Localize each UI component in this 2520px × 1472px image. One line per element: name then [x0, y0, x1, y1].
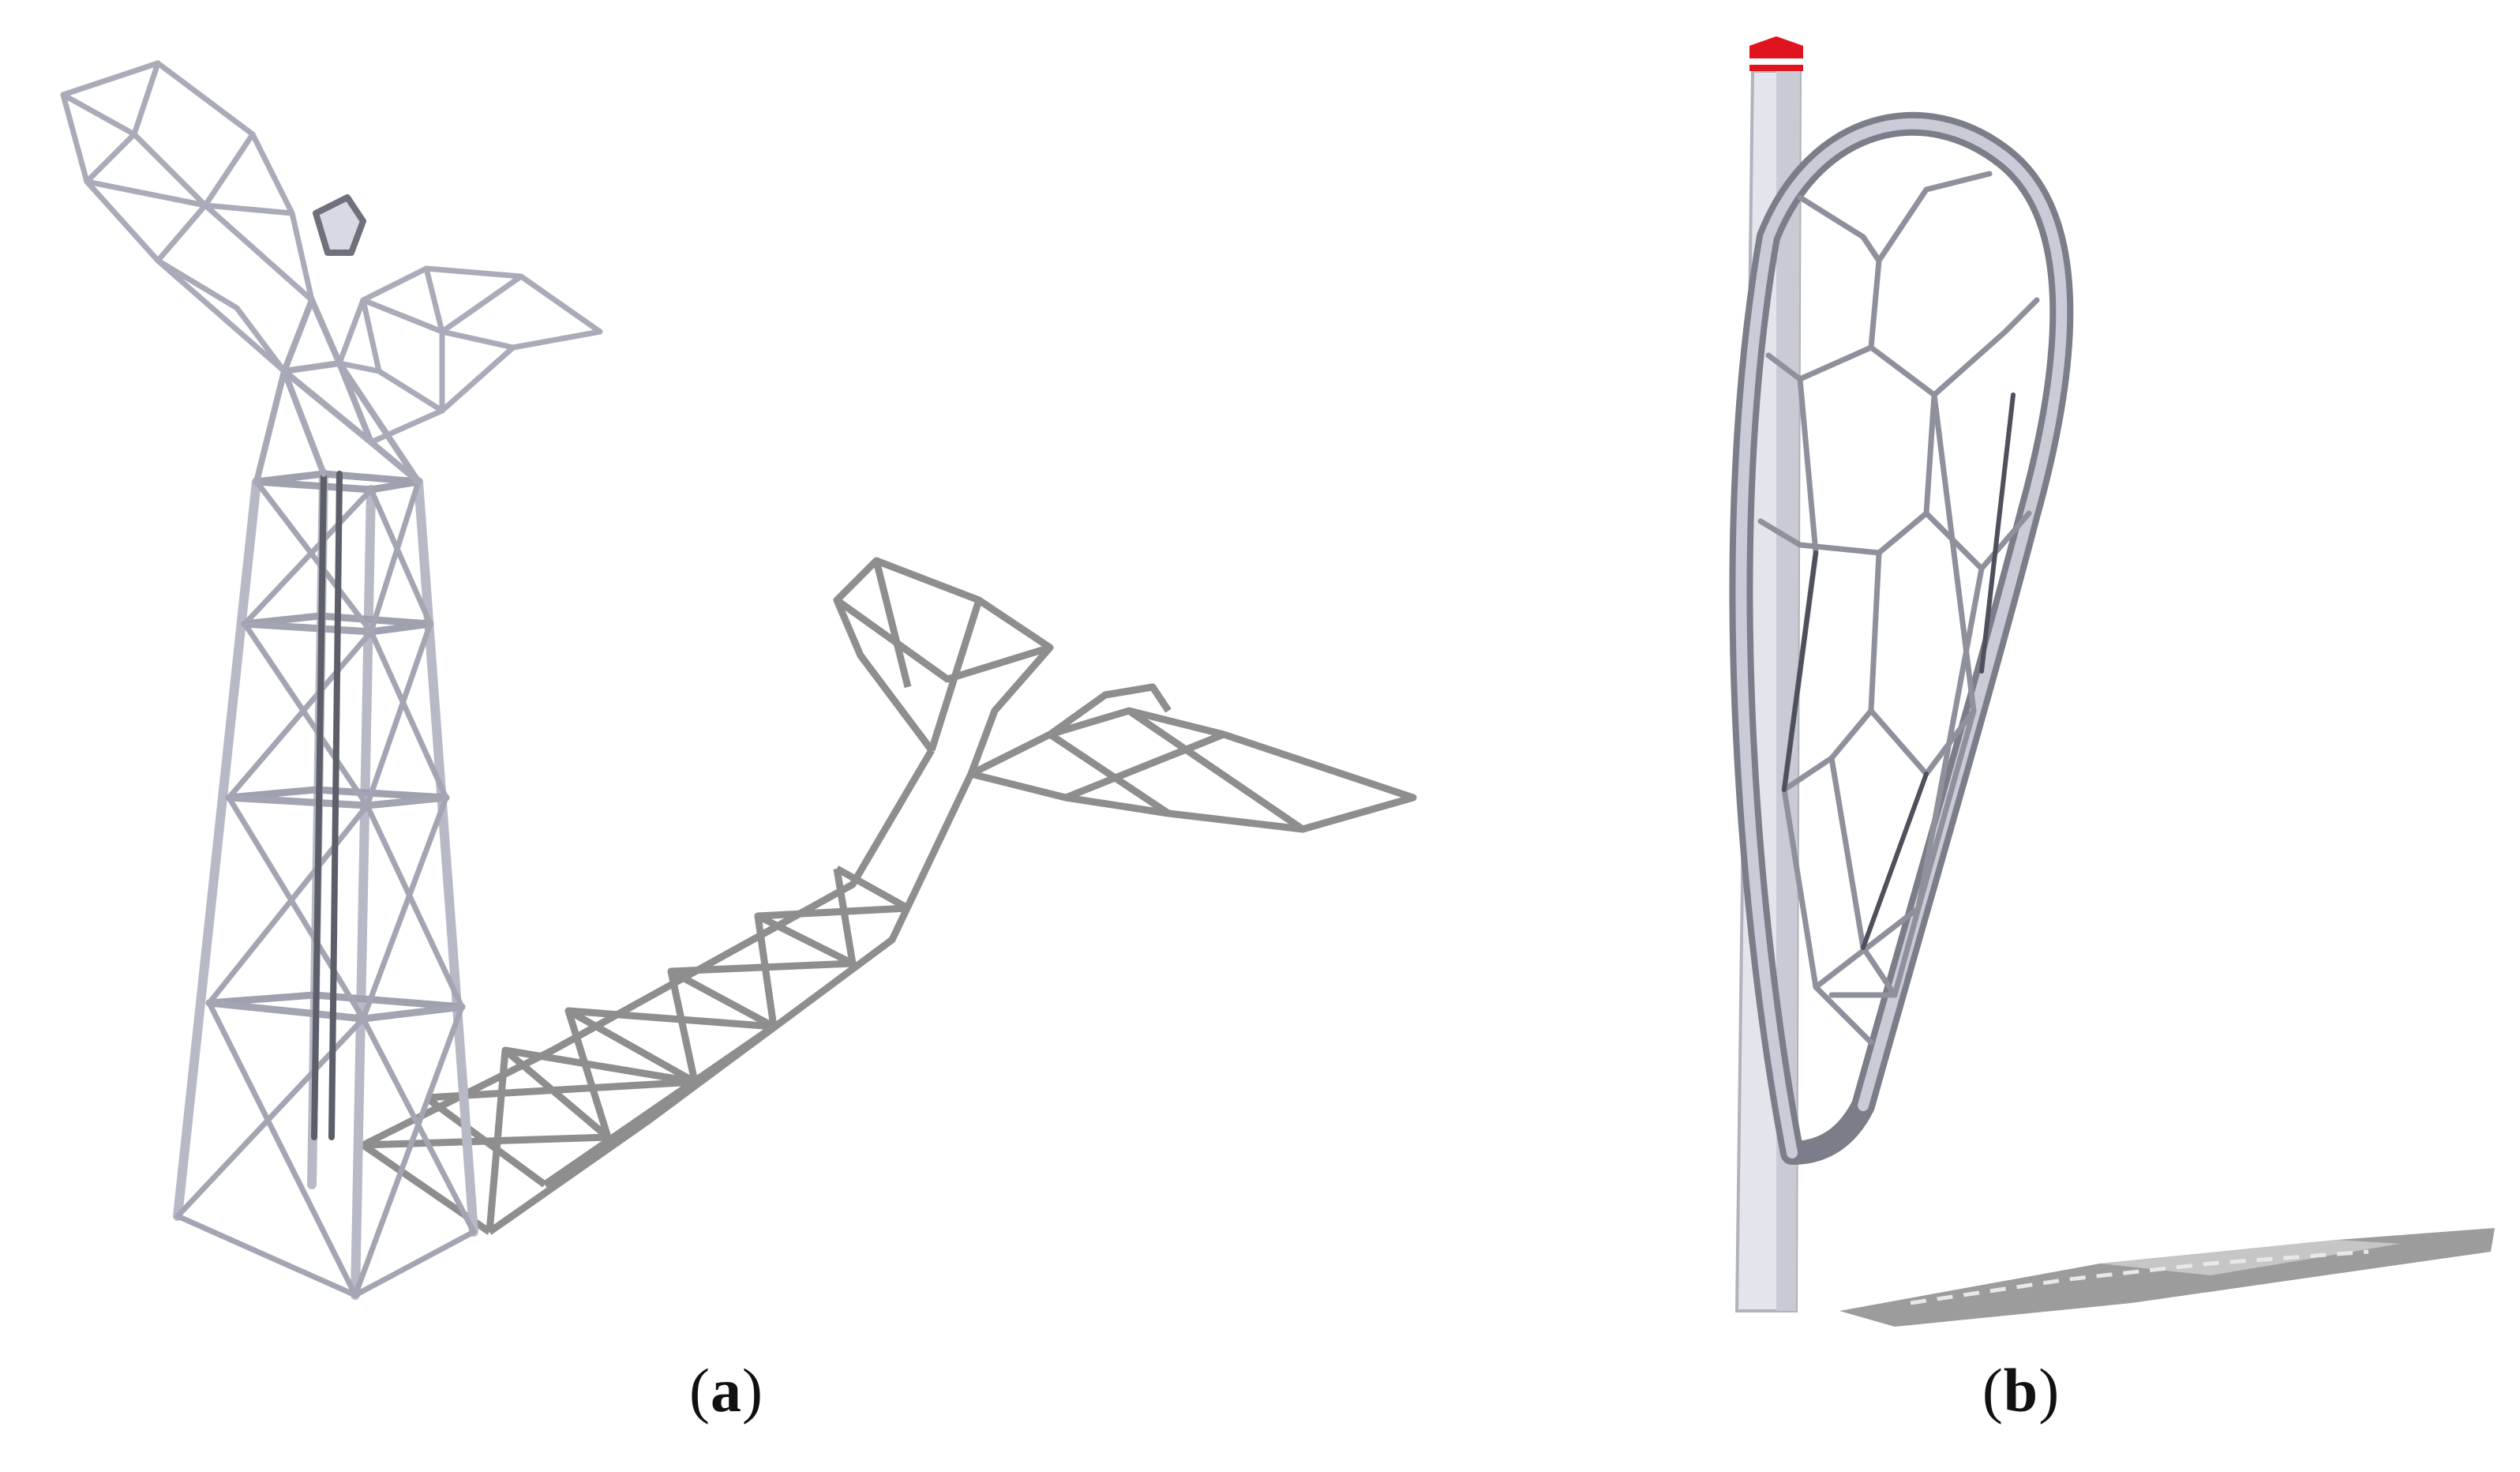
caption-b-letter: b	[2003, 1356, 2039, 1425]
sail-shadow	[1839, 1228, 2495, 1327]
panel-b-render	[1658, 0, 2520, 1358]
caption-a-close: )	[742, 1356, 763, 1425]
sail-frame	[1729, 112, 2074, 1165]
beacon-light	[1749, 36, 1803, 71]
lattice-tower	[60, 60, 603, 1300]
tower-shadow	[361, 557, 1417, 1235]
panel-a-caption: (a)	[647, 1355, 805, 1426]
caption-b-close: )	[2038, 1356, 2061, 1425]
panel-a-render	[60, 60, 1417, 1300]
caption-b-open: (	[1982, 1356, 2004, 1425]
caption-a-letter: a	[711, 1356, 742, 1425]
caption-a-open: (	[689, 1356, 711, 1425]
whale-tail-lattice-tower-icon	[60, 60, 1417, 1300]
teardrop-sail-lattice-tower-icon	[1729, 36, 2495, 1327]
panel-b-caption: (b)	[1942, 1355, 2100, 1426]
